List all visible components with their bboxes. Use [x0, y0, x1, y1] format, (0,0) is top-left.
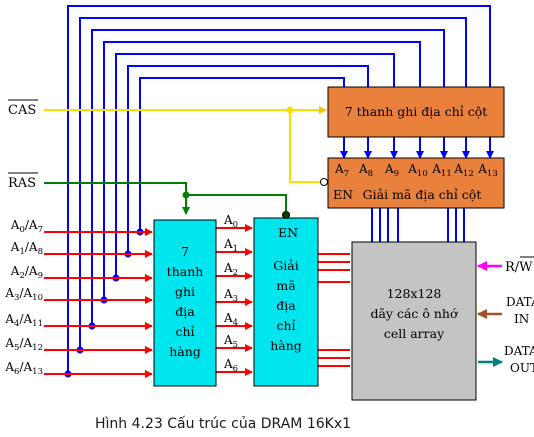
address-input-label: A0/A7	[10, 218, 43, 235]
data-in-label-line1: DATA	[506, 295, 534, 309]
address-input-label: A6/A13	[4, 360, 43, 377]
data-out-label-line1: DATA	[504, 344, 534, 358]
column-bus-label: A11	[431, 162, 452, 179]
row-bus-label: A2	[223, 261, 238, 278]
cas-line	[44, 106, 327, 183]
column-select-lines	[371, 208, 465, 242]
column-bus-label: A7	[334, 162, 349, 179]
row-bus-label: A6	[223, 357, 238, 374]
row-bus-label: A5	[223, 333, 238, 350]
row-register-text-line: thanh	[167, 264, 204, 279]
figure-caption: Hình 4.23 Cấu trúc của DRAM 16Kx1	[95, 416, 351, 432]
row-register-text-line: 7	[181, 244, 189, 259]
row-register-text-line: hàng	[169, 344, 201, 359]
address-input-label: A1/A8	[10, 240, 43, 257]
rw-label: R/W	[505, 260, 533, 275]
column-decoder-block	[327, 157, 505, 209]
row-bus-label: A3	[223, 287, 238, 304]
column-address-register-block	[327, 86, 505, 138]
row-address-lines	[216, 224, 253, 376]
row-register-text: 7 thanh ghi địa chỉ hàng	[167, 244, 204, 359]
address-input-lines	[44, 228, 153, 378]
column-bus-label: A13	[477, 162, 498, 179]
row-select-lines	[318, 253, 350, 367]
memory-array-text: 128x128 dãy các ô nhớ cell array	[370, 286, 459, 341]
memory-array-text-line: 128x128	[387, 286, 442, 301]
row-decoder-text: Giải mã địa chỉ hàng	[270, 258, 302, 353]
row-register-text-line: ghi	[175, 284, 195, 299]
row-decoder-block	[253, 217, 319, 387]
row-register-text-line: địa	[175, 304, 195, 319]
column-bus-label: A9	[384, 162, 399, 179]
row-decoder-text-line: mã	[276, 278, 296, 293]
row-decoder-en-label: EN	[278, 225, 298, 240]
data-in-label-line2: IN	[514, 312, 529, 326]
address-input-label: A3/A10	[4, 286, 43, 303]
row-decoder-text-line: Giải	[273, 258, 298, 273]
row-decoder-text-line: chỉ	[276, 318, 295, 333]
column-register-label: 7 thanh ghi địa chỉ cột	[345, 104, 488, 119]
row-register-text-line: chỉ	[175, 324, 194, 339]
row-decoder-en-bubble	[282, 211, 290, 219]
row-bus-label: A4	[223, 311, 238, 328]
column-decoder-en-label: EN	[333, 187, 353, 202]
ras-label: RAS	[8, 176, 36, 191]
row-address-register-block	[153, 219, 217, 387]
column-decoder-en-bubble	[320, 178, 328, 186]
cas-label: CAS	[8, 103, 36, 118]
address-input-label: A2/A9	[10, 264, 43, 281]
column-bus-label: A8	[358, 162, 373, 179]
row-decoder-text-line: địa	[276, 298, 296, 313]
address-input-label: A5/A12	[4, 336, 43, 353]
row-decoder-text-line: hàng	[270, 338, 302, 353]
column-bus-label: A10	[407, 162, 428, 179]
address-input-label: A4/A11	[4, 312, 43, 329]
memory-array-text-line: dãy các ô nhớ	[370, 306, 459, 321]
column-register-outputs	[340, 137, 494, 159]
row-bus-label: A0	[223, 213, 238, 230]
column-decoder-label: Giải mã địa chỉ cột	[363, 187, 482, 202]
memory-cell-array-block	[351, 241, 477, 401]
row-bus-label: A1	[223, 237, 238, 254]
data-out-label-line2: OUT	[510, 361, 534, 375]
column-bus-label: A12	[453, 162, 474, 179]
ras-line	[44, 182, 287, 215]
memory-array-text-line: cell array	[384, 326, 445, 341]
